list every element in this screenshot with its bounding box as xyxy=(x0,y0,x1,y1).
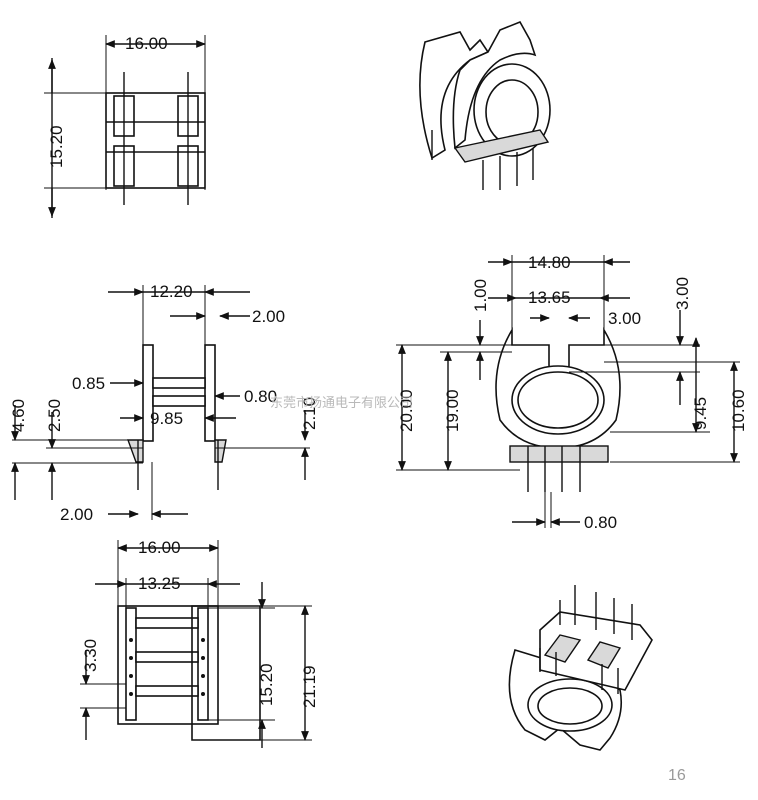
dim-side-flange: 2.00 xyxy=(252,307,285,326)
iso-view-top xyxy=(419,20,551,190)
dim-side-210: 2.10 xyxy=(300,397,319,430)
dim-bottom-330: 3.30 xyxy=(81,639,100,672)
top-view xyxy=(44,35,206,218)
dim-front-1060: 10.60 xyxy=(729,389,748,432)
dim-bottom-1520: 15.20 xyxy=(257,663,276,706)
dim-front-080: 0.80 xyxy=(584,513,617,532)
dim-front-100: 1.00 xyxy=(471,279,490,312)
side-view xyxy=(11,285,310,520)
watermark: 东莞市扬通电子有限公司 xyxy=(270,395,413,411)
bottom-view xyxy=(80,540,312,748)
dim-bottom-1325: 13.25 xyxy=(138,574,181,593)
front-view xyxy=(396,255,740,528)
dim-front-2000: 20.00 xyxy=(397,389,416,432)
dim-side-width-top: 12.20 xyxy=(150,282,193,301)
dim-side-985: 9.85 xyxy=(150,409,183,428)
dim-bottom-1600: 16.00 xyxy=(138,538,181,557)
dim-front-1365: 13.65 xyxy=(528,288,571,307)
dim-front-945: 9.45 xyxy=(691,397,710,430)
dim-side-085: 0.85 xyxy=(72,374,105,393)
dim-top-width: 16.00 xyxy=(125,34,168,53)
dim-side-height: 4.60 xyxy=(9,399,28,432)
iso-view-bottom xyxy=(508,585,653,751)
dim-front-300-slot: 3.00 xyxy=(608,309,641,328)
dim-front-1900: 19.00 xyxy=(443,389,462,432)
dim-side-bottom: 2.00 xyxy=(60,505,93,524)
dim-bottom-2119: 21.19 xyxy=(300,665,319,708)
dim-side-080: 0.80 xyxy=(244,387,277,406)
dim-top-height: 15.20 xyxy=(47,125,66,168)
dim-front-1480: 14.80 xyxy=(528,253,571,272)
dim-front-300-top: 3.00 xyxy=(673,277,692,310)
dim-side-mid: 2.50 xyxy=(45,399,64,432)
page-number: 16 xyxy=(668,767,686,784)
